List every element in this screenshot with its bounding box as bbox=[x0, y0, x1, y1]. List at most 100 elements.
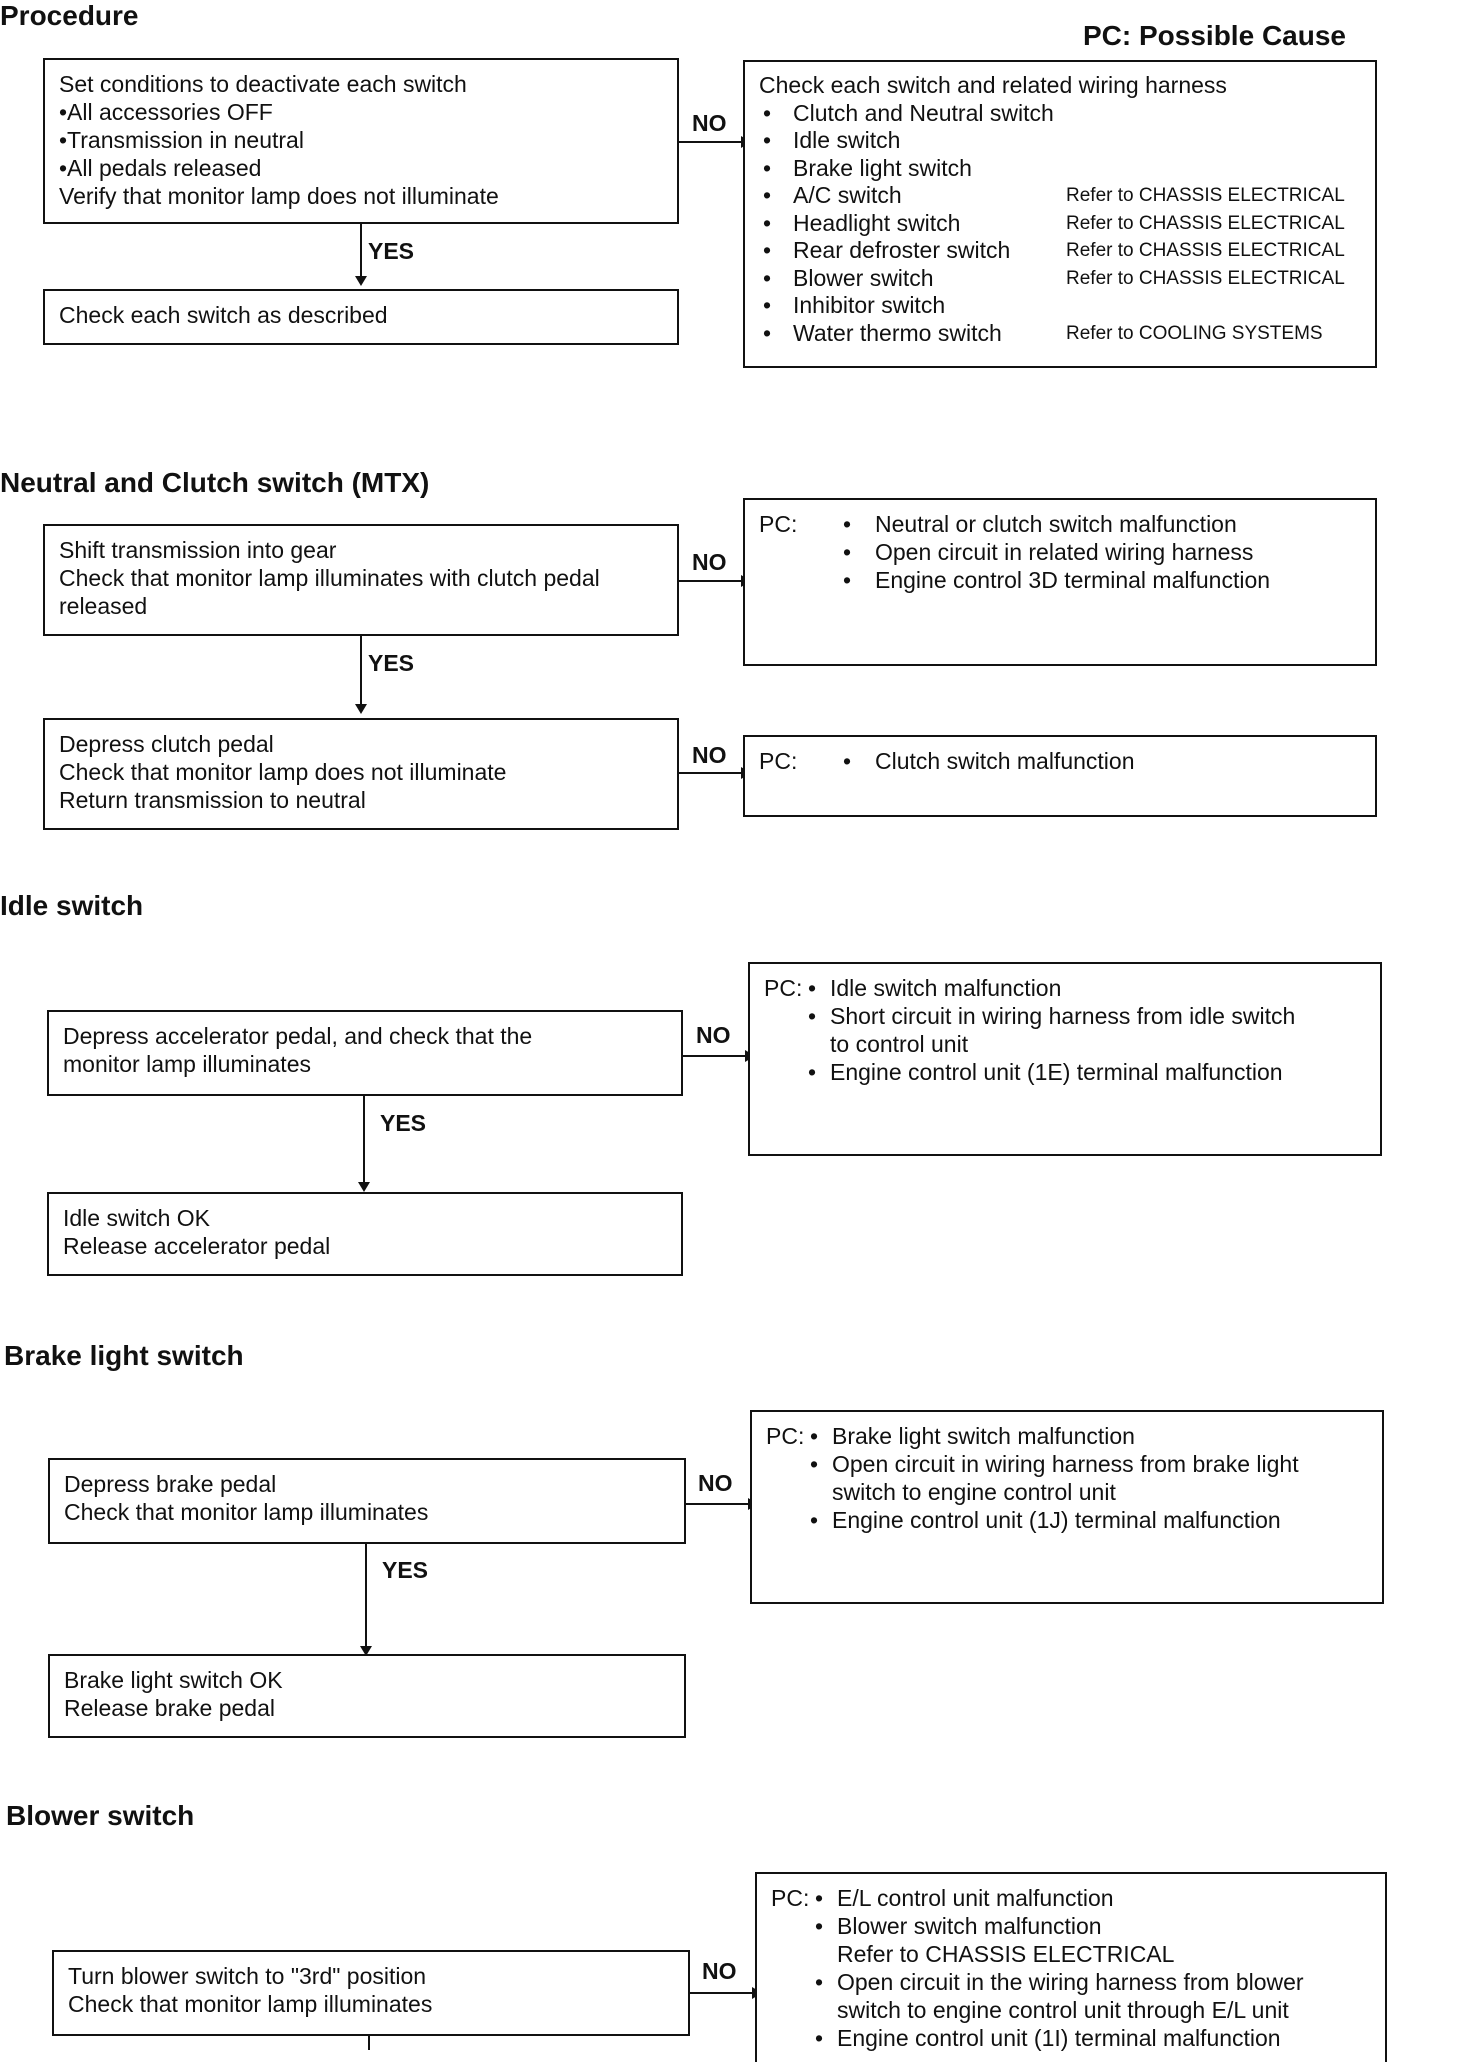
no-connector bbox=[679, 141, 741, 143]
pc-item-text: Short circuit in wiring harness from idl… bbox=[830, 1003, 1296, 1029]
bullet-icon: • bbox=[763, 99, 772, 126]
neutral-step1-line: Check that monitor lamp illuminates with… bbox=[59, 565, 600, 591]
blower-step1-line: Check that monitor lamp illuminates bbox=[68, 1991, 433, 2017]
blower-step1-line: Turn blower switch to "3rd" position bbox=[68, 1963, 427, 1989]
idle-step1-box: Depress accelerator pedal, and check tha… bbox=[47, 1010, 683, 1096]
idle-pc-box: PC:•Idle switch malfunction•Short circui… bbox=[748, 962, 1382, 1156]
neutral-step2-line: Depress clutch pedal bbox=[59, 731, 274, 757]
pc-row: PC:•E/L control unit malfunction•Blower … bbox=[771, 1884, 1371, 2052]
pc-label: PC: bbox=[771, 1885, 810, 1911]
procedure-step1-line: •Transmission in neutral bbox=[59, 127, 304, 153]
pc-list: PC:•Brake light switch malfunction•Open … bbox=[766, 1422, 1368, 1534]
bullet-icon: • bbox=[808, 1059, 817, 1085]
arrow-down-icon bbox=[355, 276, 367, 286]
switch-name: A/C switch bbox=[793, 182, 902, 208]
neutral-pc2-box: PC: •Clutch switch malfunction bbox=[743, 735, 1377, 817]
pc-list: PC:•Idle switch malfunction•Short circui… bbox=[764, 974, 1366, 1086]
pc-item: • Engine control unit (1E) terminal malfu… bbox=[808, 1058, 1366, 1086]
pc-item: •Short circuit in wiring harness from id… bbox=[808, 1002, 1366, 1058]
neutral-clutch-heading: Neutral and Clutch switch (MTX) bbox=[0, 467, 430, 498]
pc-row: PC:•Brake light switch malfunction•Open … bbox=[766, 1422, 1368, 1534]
pc-item: • Open circuit in the wiring harness from… bbox=[815, 1968, 1371, 2024]
bullet-icon: • bbox=[815, 1885, 824, 1911]
yes-connector bbox=[365, 1544, 367, 1648]
no-connector bbox=[679, 772, 741, 774]
procedure-step2-box: Check each switch as described bbox=[43, 289, 679, 345]
pc-label: PC: bbox=[766, 1423, 805, 1449]
brake-pc-box: PC:•Brake light switch malfunction•Open … bbox=[750, 1410, 1384, 1604]
neutral-step1-line: Shift transmission into gear bbox=[59, 537, 337, 563]
neutral-pc1-box: PC: •Neutral or clutch switch malfunctio… bbox=[743, 498, 1377, 666]
blower-heading: Blower switch bbox=[6, 1800, 195, 1831]
no-label: NO bbox=[702, 1958, 737, 1984]
procedure-step1-line: Verify that monitor lamp does not illumi… bbox=[59, 183, 499, 209]
arrow-down-icon bbox=[360, 1646, 372, 1656]
pc-item: •Engine control unit (1J) terminal malfu… bbox=[810, 1506, 1368, 1534]
no-label: NO bbox=[696, 1022, 731, 1048]
pc-item-text: Open circuit in the wiring harness from … bbox=[837, 1969, 1304, 1995]
idle-step1-line: monitor lamp illuminates bbox=[63, 1051, 311, 1077]
pc-item: • Engine control 3D terminal malfunction bbox=[843, 566, 1361, 594]
switch-name: Inhibitor switch bbox=[793, 292, 946, 318]
procedure-no-box: Check each switch and related wiring har… bbox=[743, 60, 1377, 368]
yes-connector bbox=[360, 224, 362, 276]
pc-label: PC: bbox=[764, 975, 803, 1001]
bullet-icon: • bbox=[810, 1423, 819, 1449]
refer-note: Refer to COOLING SYSTEMS bbox=[1066, 322, 1323, 344]
brake-step1-line: Check that monitor lamp illuminates bbox=[64, 1499, 429, 1525]
neutral-step2-box: Depress clutch pedal Check that monitor … bbox=[43, 718, 679, 830]
yes-connector bbox=[363, 1096, 365, 1186]
switch-list-item: •Inhibitor switch bbox=[759, 292, 1361, 320]
pc-item-text: Refer to CHASSIS ELECTRICAL bbox=[837, 1941, 1175, 1967]
pc-item-text: Idle switch malfunction bbox=[830, 975, 1062, 1001]
procedure-step2-line: Check each switch as described bbox=[59, 302, 388, 328]
brake-step2-box: Brake light switch OK Release brake peda… bbox=[48, 1654, 686, 1738]
pc-item: •E/L control unit malfunction bbox=[815, 1884, 1371, 1912]
no-connector bbox=[686, 1503, 748, 1505]
switch-name: Clutch and Neutral switch bbox=[793, 99, 1054, 126]
switch-list: •Clutch and Neutral switch•Idle switch•B… bbox=[759, 100, 1361, 348]
bullet-icon: • bbox=[763, 154, 772, 181]
brake-heading: Brake light switch bbox=[4, 1340, 244, 1371]
procedure-step1-line: •All accessories OFF bbox=[59, 99, 273, 125]
pc-item-text: Engine control 3D terminal malfunction bbox=[875, 567, 1271, 593]
switch-name: Headlight switch bbox=[793, 209, 961, 236]
refer-note: Refer to CHASSIS ELECTRICAL bbox=[1066, 240, 1345, 261]
bullet-icon: • bbox=[815, 1913, 824, 1939]
pc-label: PC: bbox=[759, 511, 798, 537]
bullet-icon: • bbox=[815, 1969, 824, 1995]
idle-step2-line: Release accelerator pedal bbox=[63, 1233, 331, 1259]
bullet-icon: • bbox=[810, 1451, 819, 1477]
pc-item: • Clutch switch malfunction bbox=[843, 747, 1361, 775]
no-connector bbox=[690, 1992, 752, 1994]
brake-step1-box: Depress brake pedal Check that monitor l… bbox=[48, 1458, 686, 1544]
switch-name: Brake light switch bbox=[793, 154, 972, 181]
neutral-step1-box: Shift transmission into gear Check that … bbox=[43, 524, 679, 636]
switch-name: Water thermo switch bbox=[793, 319, 1002, 346]
blower-step1-box: Turn blower switch to "3rd" position Che… bbox=[52, 1950, 690, 2036]
switch-name: Rear defroster switch bbox=[793, 237, 1011, 263]
pc-item: •Engine control unit (1I) terminal malfu… bbox=[815, 2024, 1371, 2052]
yes-label: YES bbox=[380, 1110, 427, 1136]
bullet-icon: • bbox=[843, 511, 852, 537]
neutral-step2-line: Check that monitor lamp does not illumin… bbox=[59, 759, 507, 785]
idle-step2-line: Idle switch OK bbox=[63, 1205, 210, 1231]
no-label: NO bbox=[692, 549, 727, 575]
bullet-icon: • bbox=[843, 567, 852, 593]
refer-note: Refer to CHASSIS ELECTRICAL bbox=[1066, 212, 1345, 234]
pc-item-text: Open circuit in related wiring harness bbox=[875, 539, 1254, 565]
pc-item-text: Engine control unit (1E) terminal malfun… bbox=[830, 1059, 1283, 1085]
bullet-icon: • bbox=[808, 975, 817, 1001]
switch-list-item: • Brake light switch bbox=[759, 155, 1361, 183]
pc-item: •Brake light switch malfunction bbox=[810, 1422, 1368, 1450]
procedure-heading: Procedure bbox=[0, 0, 139, 31]
bullet-icon: • bbox=[843, 748, 852, 774]
arrow-down-icon bbox=[358, 1182, 370, 1192]
bullet-icon: • bbox=[763, 127, 772, 153]
pc-item-text: Clutch switch malfunction bbox=[875, 748, 1135, 774]
bullet-icon: • bbox=[843, 539, 852, 565]
no-connector bbox=[679, 580, 741, 582]
pc-legend: PC: Possible Cause bbox=[1083, 20, 1346, 51]
